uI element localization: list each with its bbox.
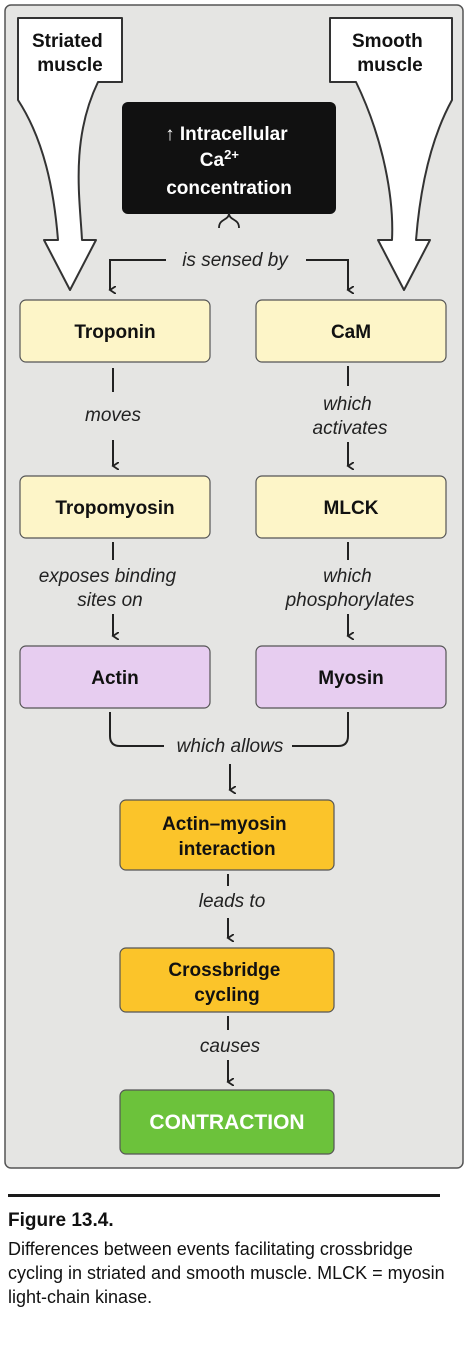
troponin-box: [19, 299, 211, 363]
actin-box: [19, 645, 211, 709]
intracellular-calcium-box: [122, 102, 336, 214]
smooth-callout-label: Smooth muscle: [352, 31, 428, 76]
actin-label: Actin: [91, 668, 139, 689]
merge-left-line: [109, 712, 164, 747]
crossbridge-label: Crossbridge cycling: [168, 960, 285, 1006]
tropomyosin-label: Tropomyosin: [55, 498, 174, 519]
striated-callout-label: Striated muscle: [32, 31, 108, 76]
intracellular-calcium-label: ↑ Intracellular Ca2+ concentration: [165, 124, 293, 199]
mlck-label: MLCK: [324, 498, 379, 519]
cam-label: CaM: [331, 322, 371, 343]
which-allows-label: which allows: [177, 736, 284, 757]
split-left-line: [110, 259, 166, 290]
merge-right-line: [292, 712, 349, 747]
caption-rule: [8, 1194, 440, 1197]
contraction-box: [119, 1089, 335, 1155]
mlck-box: [255, 475, 447, 539]
phosphorylates-label: which phosphorylates: [285, 566, 415, 611]
brace-connector: [218, 212, 240, 229]
interaction-label: Actin–myosin interaction: [162, 814, 292, 860]
crossbridge-box: [119, 947, 335, 1013]
figure-caption-text: Differences between events facilitating …: [8, 1239, 445, 1307]
contraction-label: CONTRACTION: [149, 1111, 304, 1134]
striated-callout-arrow: [17, 17, 123, 291]
interaction-box: [119, 799, 335, 871]
diagram-panel: [4, 4, 464, 1169]
cam-box: [255, 299, 447, 363]
split-right-line: [306, 259, 348, 290]
causes-label: causes: [200, 1036, 261, 1057]
myosin-label: Myosin: [318, 668, 383, 689]
tropomyosin-box: [19, 475, 211, 539]
troponin-label: Troponin: [74, 322, 155, 343]
myosin-box: [255, 645, 447, 709]
smooth-callout-arrow: [329, 17, 453, 291]
activates-label: which activates: [313, 394, 388, 439]
moves-label: moves: [85, 405, 141, 426]
figure-caption-title: Figure 13.4.: [8, 1210, 114, 1231]
sensed-by-label: is sensed by: [182, 250, 289, 271]
exposes-label: exposes binding sites on: [39, 566, 182, 611]
leads-to-label: leads to: [199, 891, 266, 912]
